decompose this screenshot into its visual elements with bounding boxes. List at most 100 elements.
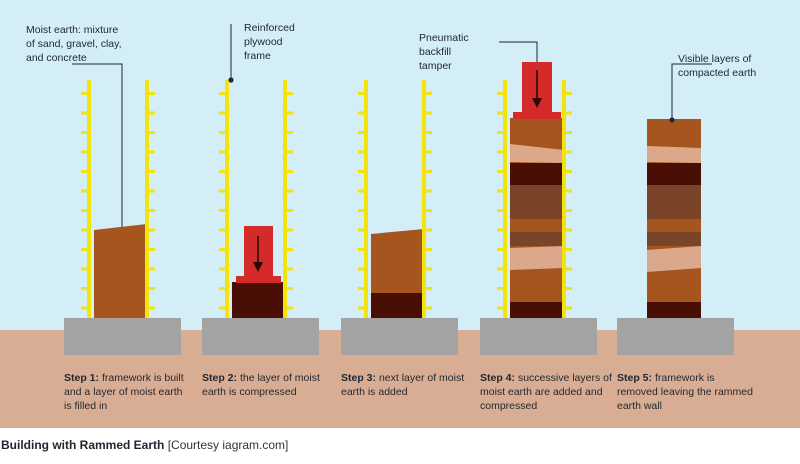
frame-post-1-right <box>145 80 149 318</box>
frame-brace <box>358 92 365 95</box>
frame-brace <box>565 131 572 134</box>
frame-brace <box>148 287 155 290</box>
frame-brace <box>565 287 572 290</box>
leader-layers <box>671 63 712 120</box>
tamper-2 <box>236 226 281 283</box>
earth-fill-1 <box>94 224 147 318</box>
frame-brace <box>148 209 155 212</box>
frame-brace <box>286 131 293 134</box>
annotation-visible-layers: Visible layers of compacted earth <box>678 53 756 79</box>
frame-brace <box>81 131 88 134</box>
frame-brace <box>219 131 226 134</box>
frame-brace <box>219 267 226 271</box>
frame-brace <box>497 111 504 115</box>
frame-brace <box>565 189 572 193</box>
diagram-canvas: Moist earth: mixture of sand, gravel, cl… <box>0 22 800 428</box>
frame-brace <box>425 209 432 212</box>
frame-post-2-right <box>283 80 287 318</box>
leader-dot-layers <box>669 117 675 123</box>
frame-brace <box>425 189 432 193</box>
frame-brace <box>425 287 432 290</box>
frame-brace <box>565 92 572 95</box>
frame-brace <box>358 306 365 310</box>
caption-title: Building with Rammed Earth <box>1 438 165 452</box>
frame-brace <box>81 209 88 212</box>
frame-brace <box>497 248 504 251</box>
frame-brace <box>358 131 365 134</box>
base-2 <box>202 318 319 355</box>
frame-brace <box>81 228 88 232</box>
caption-source: [Courtesy iagram.com] <box>167 438 289 452</box>
frame-brace <box>81 92 88 95</box>
frame-brace <box>219 170 226 173</box>
frame-brace <box>286 189 293 193</box>
frame-brace <box>565 150 572 154</box>
frame-brace <box>286 170 293 173</box>
frame-brace <box>425 131 432 134</box>
frame-brace <box>497 131 504 134</box>
frame-brace <box>219 111 226 115</box>
compacted-layer-3 <box>371 293 424 318</box>
frame-post-4-left <box>503 80 507 318</box>
frame-brace <box>358 248 365 251</box>
frame-brace <box>358 287 365 290</box>
base-5 <box>617 318 734 355</box>
frame-brace <box>565 228 572 232</box>
frame-brace <box>286 92 293 95</box>
frame-brace <box>358 111 365 115</box>
frame-brace <box>425 92 432 95</box>
frame-brace <box>219 150 226 154</box>
figure-caption: Building with Rammed Earth [Courtesy iag… <box>1 438 288 452</box>
frame-brace <box>358 228 365 232</box>
frame-post-4-right <box>562 80 566 318</box>
frame-brace <box>81 111 88 115</box>
plywood-frames <box>81 80 572 318</box>
frame-brace <box>148 170 155 173</box>
frame-brace <box>425 228 432 232</box>
frame-brace <box>358 209 365 212</box>
annotation-plywood-frame: Reinforced plywood frame <box>244 22 298 62</box>
frame-brace <box>81 248 88 251</box>
frame-brace <box>81 287 88 290</box>
frame-brace <box>219 228 226 232</box>
frame-brace <box>358 170 365 173</box>
frame-brace <box>219 287 226 290</box>
frame-brace <box>425 306 432 310</box>
leader-tamper <box>499 41 538 62</box>
frame-brace <box>497 170 504 173</box>
frame-brace <box>565 111 572 115</box>
frame-brace <box>565 267 572 271</box>
frame-brace <box>497 150 504 154</box>
frame-brace <box>286 150 293 154</box>
frame-post-2-left <box>225 80 229 318</box>
frame-brace <box>497 92 504 95</box>
base-4 <box>480 318 597 355</box>
frame-brace <box>148 92 155 95</box>
frame-brace <box>148 189 155 193</box>
earth-fill-3 <box>371 229 424 293</box>
frame-brace <box>565 209 572 212</box>
frame-brace <box>148 248 155 251</box>
frame-brace <box>565 306 572 310</box>
frame-brace <box>425 150 432 154</box>
frame-brace <box>219 306 226 310</box>
frame-brace <box>81 150 88 154</box>
frame-brace <box>425 111 432 115</box>
frame-brace <box>497 209 504 212</box>
step-2-text: Step 2: the layer of moist earth is comp… <box>202 372 323 398</box>
frame-brace <box>497 287 504 290</box>
layered-wall-4 <box>510 118 564 318</box>
rammed-earth-diagram: Moist earth: mixture of sand, gravel, cl… <box>0 0 800 428</box>
frame-brace <box>81 306 88 310</box>
frame-brace <box>286 267 293 271</box>
step-3-text: Step 3: next layer of moist earth is add… <box>341 372 467 398</box>
base-3 <box>341 318 458 355</box>
frame-brace <box>497 267 504 271</box>
frame-brace <box>81 267 88 271</box>
step-1-text: Step 1: framework is built and a layer o… <box>64 372 187 412</box>
frame-brace <box>219 189 226 193</box>
annotation-moist-earth: Moist earth: mixture of sand, gravel, cl… <box>26 24 124 64</box>
frame-brace <box>358 267 365 271</box>
frame-brace <box>565 170 572 173</box>
frame-brace <box>358 150 365 154</box>
